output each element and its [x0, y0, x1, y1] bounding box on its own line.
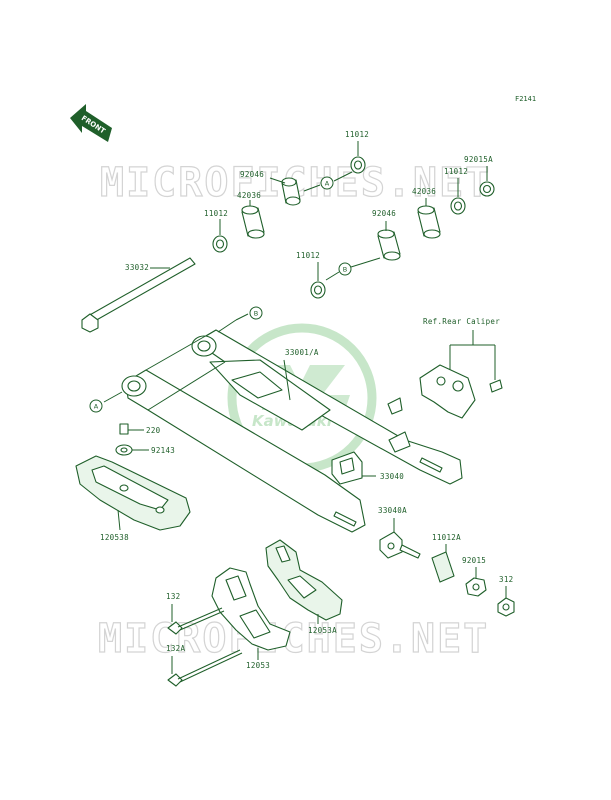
ref-b-swingarm: B	[249, 306, 263, 320]
ref-b-swingarm-letter: B	[254, 310, 258, 318]
part-33040a-adjuster	[379, 518, 421, 559]
label-42036-left: 42036	[237, 191, 261, 200]
label-12053a: 12053A	[308, 626, 337, 635]
label-92015: 92015	[462, 556, 486, 565]
part-42036-right	[417, 198, 441, 239]
label-120538: 120538	[100, 533, 129, 542]
part-11012-top	[350, 141, 366, 174]
label-42036-right: 42036	[412, 187, 436, 196]
label-132a: 132A	[166, 644, 185, 653]
part-11012-left	[212, 219, 228, 253]
label-92046-upper: 92046	[240, 170, 264, 179]
label-92046-lower: 92046	[372, 209, 396, 218]
part-11012-lower	[310, 262, 326, 299]
part-33032-pivot-shaft	[81, 257, 196, 333]
ref-b-upper-letter: B	[343, 266, 347, 274]
label-11012-right: 11012	[444, 167, 468, 176]
label-11012-left: 11012	[204, 209, 228, 218]
ref-a-swingarm: A	[89, 391, 123, 413]
part-92015a	[479, 166, 495, 197]
part-92046-lower	[377, 221, 401, 261]
label-92143: 92143	[151, 446, 175, 455]
label-92015a: 92015A	[464, 155, 493, 164]
label-11012a: 11012A	[432, 533, 461, 542]
label-33040: 33040	[380, 472, 404, 481]
label-132: 132	[166, 592, 180, 601]
part-92015-nut	[465, 567, 487, 597]
label-11012-lower: 11012	[296, 251, 320, 260]
part-92143-collar	[115, 444, 149, 456]
part-11012-right	[450, 178, 466, 215]
part-92046-upper	[269, 177, 301, 206]
part-120538-chain-slider	[75, 455, 191, 531]
part-33001a-swingarm	[121, 313, 463, 533]
part-11012a-bracket	[431, 544, 455, 583]
ref-a-swingarm-letter: A	[94, 403, 99, 411]
label-220: 220	[146, 426, 161, 435]
ref-a-top-letter: A	[325, 180, 330, 188]
label-33032: 33032	[125, 263, 149, 272]
front-arrow-icon: FRONT	[70, 104, 112, 142]
label-312: 312	[499, 575, 513, 584]
label-11012-top: 11012	[345, 130, 369, 139]
watermark-bottom: MICROFICHES.NET	[98, 616, 489, 662]
part-132a-bolt	[167, 649, 243, 687]
label-33001a: 33001/A	[285, 348, 319, 357]
caliper-bracket	[419, 364, 503, 419]
part-12053a-guide-plate	[265, 539, 343, 624]
part-312-nut	[497, 586, 515, 617]
part-132-bolt	[167, 604, 225, 635]
part-42036-left	[241, 200, 265, 239]
part-220-bolt	[119, 423, 144, 435]
part-33040-adjuster-block	[331, 451, 376, 485]
label-12053: 12053	[246, 661, 270, 670]
ref-b-upper: B	[325, 257, 381, 281]
label-ref-rear-caliper: Ref.Rear Caliper	[423, 317, 500, 326]
drawing-id: F2141	[515, 95, 536, 103]
ref-a-top: A	[303, 171, 353, 192]
part-12053-chain-guide	[211, 567, 291, 660]
label-33040a: 33040A	[378, 506, 407, 515]
